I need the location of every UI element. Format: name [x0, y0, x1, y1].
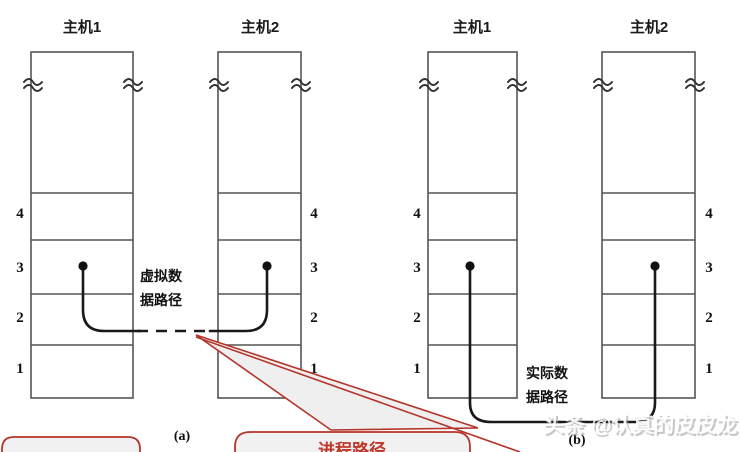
layer-number: 2: [16, 310, 24, 326]
callout-label: 进程路径: [318, 440, 386, 452]
layer-number: 3: [16, 260, 24, 276]
host-title: 主机2: [241, 18, 279, 36]
layer-number: 2: [310, 310, 318, 326]
virtual-path-annotation: 虚拟数 据路径: [140, 268, 183, 308]
layer-number: 4: [16, 206, 24, 222]
actual-path-annotation: 实际数 据路径: [526, 365, 569, 405]
panel-b-host-2: 主机2 4 3 2 1: [558, 18, 713, 424]
break-mark-icon: [419, 78, 439, 92]
callout-bubble-secondary: [1, 436, 141, 452]
actual-data-path-curve: [558, 264, 657, 424]
layer-number: 2: [413, 310, 421, 326]
break-mark-icon: [507, 78, 527, 92]
data-path-endpoint-dot: [262, 261, 272, 271]
layer-number: 4: [413, 206, 421, 222]
break-mark-icon: [123, 78, 143, 92]
layer-number: 4: [310, 206, 318, 222]
layer-number: 2: [705, 310, 713, 326]
callout-pointer-edge: [195, 336, 521, 452]
host-stack-box: [427, 51, 518, 399]
callout-tail-pointer: [195, 334, 479, 431]
annotation-line-2: 据路径: [140, 292, 182, 308]
host-title: 主机1: [63, 18, 101, 36]
annotation-line-2: 据路径: [526, 389, 568, 405]
virtual-data-path-curve: [208, 264, 269, 333]
break-mark-icon: [23, 78, 43, 92]
watermark-shadow-text: 头条 @认真的皮皮龙: [545, 415, 739, 439]
layer-number: 1: [16, 361, 24, 377]
figure-caption-b: (b): [568, 433, 585, 448]
break-mark-icon: [685, 78, 705, 92]
layer-number: 1: [310, 361, 318, 377]
figure-caption-a: (a): [174, 429, 191, 444]
layer-number: 4: [705, 206, 713, 222]
actual-data-path-curve: [468, 264, 562, 424]
annotation-line-1: 虚拟数: [140, 268, 183, 284]
host-stack-box: [217, 51, 302, 399]
host-title: 主机1: [453, 18, 491, 36]
host-stack-box: [601, 51, 696, 399]
watermark: 头条 @认真的皮皮龙 头条 @认真的皮皮龙: [543, 413, 739, 439]
callout-bubble: [234, 431, 471, 452]
host-stack-box: [30, 51, 134, 399]
data-path-endpoint-dot: [650, 261, 660, 271]
host-title: 主机2: [630, 18, 668, 36]
annotation-line-1: 实际数: [526, 365, 569, 381]
layer-number: 1: [705, 361, 713, 377]
layer-number: 3: [310, 260, 318, 276]
break-mark-icon: [593, 78, 613, 92]
panel-a-host-2: 主机2 4 3 2 1: [208, 18, 318, 399]
layer-number: 1: [413, 361, 421, 377]
virtual-data-path-curve: [81, 264, 142, 333]
layer-number: 3: [413, 260, 421, 276]
data-path-endpoint-dot: [78, 261, 88, 271]
panel-a-host-1: 主机1 4 3 2 1: [16, 18, 143, 399]
break-mark-icon: [291, 78, 311, 92]
layer-number: 3: [705, 260, 713, 276]
process-path-callout[interactable]: 进程路径: [195, 334, 521, 452]
panel-b-host-1: 主机1 4 3 2 1: [413, 18, 562, 424]
data-path-endpoint-dot: [465, 261, 475, 271]
watermark-label: 头条 @认真的皮皮龙: [543, 413, 737, 437]
break-mark-icon: [209, 78, 229, 92]
